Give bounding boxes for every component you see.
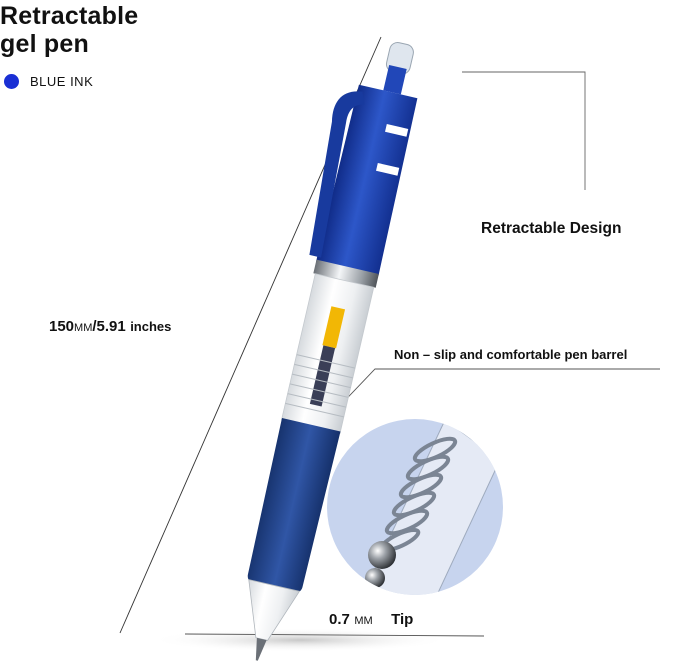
magnified-spring xyxy=(379,436,458,553)
product-title-line1: Retractable xyxy=(0,2,139,30)
leader-tip xyxy=(184,633,485,637)
product-title: Retractable gel pen xyxy=(0,2,138,58)
magnified-ball-1 xyxy=(368,541,396,569)
tip-word: Tip xyxy=(391,611,414,628)
cap-slot-2 xyxy=(376,162,400,176)
product-title-line2: gel pen xyxy=(0,30,89,58)
tip-value: 0.7 xyxy=(329,611,350,628)
pen-grip xyxy=(247,417,341,596)
dimension-separator: / xyxy=(92,318,97,335)
refill-yellow xyxy=(322,306,346,349)
barrel-ridges xyxy=(285,354,356,418)
tip-unit: MM xyxy=(354,615,373,627)
ink-indicator: BLUE INK xyxy=(4,72,93,90)
length-in: 5.91 xyxy=(96,318,126,335)
length-mm-unit: MM xyxy=(74,322,93,334)
tip-label: 0.7 MM Tip xyxy=(329,611,413,629)
gel-pen xyxy=(247,42,418,661)
barrel-label: Non – slip and comfortable pen barrel xyxy=(394,347,628,362)
refill-ink xyxy=(309,345,336,407)
plunger-core xyxy=(383,65,407,95)
pen-nose xyxy=(248,579,301,641)
pen-clip xyxy=(309,91,365,258)
cap-slot-1 xyxy=(385,123,409,137)
blue-dot-icon xyxy=(4,73,19,89)
magnified-ball-2 xyxy=(365,568,385,588)
floor-shadow xyxy=(150,628,450,652)
chrome-ring xyxy=(313,259,379,288)
length-mm: 150 xyxy=(49,318,75,335)
length-in-unit: inches xyxy=(130,319,172,334)
leader-retractable xyxy=(462,71,586,190)
retractable-design-label: Retractable Design xyxy=(481,220,622,237)
tip-magnifier xyxy=(327,419,503,595)
pen-tip xyxy=(255,637,267,661)
ink-label: BLUE INK xyxy=(30,73,94,89)
dimension-label: 150MM/5.91 inches xyxy=(49,318,171,336)
